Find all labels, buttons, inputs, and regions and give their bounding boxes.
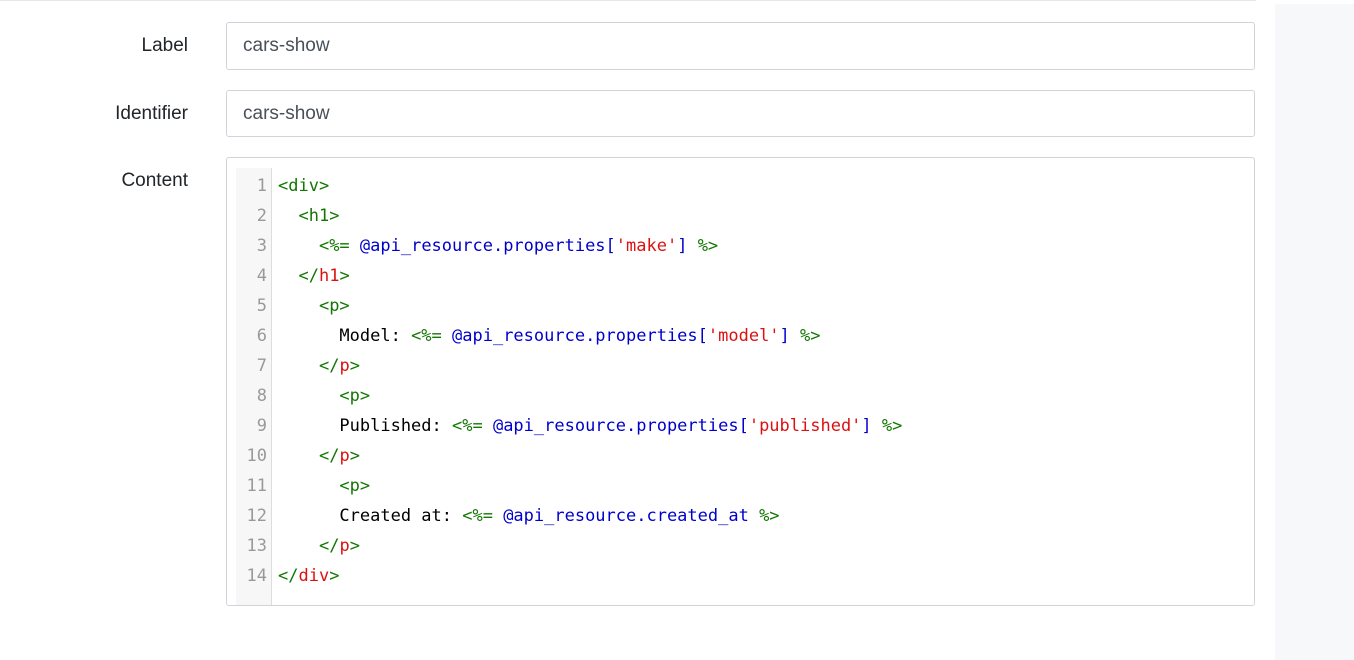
- code-line: </p>: [278, 351, 1246, 381]
- label-field-label: Label: [141, 35, 189, 56]
- content-field-label: Content: [121, 170, 188, 191]
- code-token: [278, 296, 319, 316]
- line-number: 6: [256, 326, 267, 346]
- code-token: [278, 356, 319, 376]
- identifier-input[interactable]: [226, 90, 1255, 137]
- line-number: 14: [246, 566, 267, 586]
- code-token: Published:: [278, 416, 452, 436]
- code-token: 'make': [615, 236, 678, 256]
- line-number: 3: [256, 236, 267, 256]
- code-token: div: [298, 566, 330, 586]
- line-number: 2: [256, 206, 267, 226]
- code-token: <div>: [278, 176, 330, 196]
- code-line: <p>: [278, 291, 1246, 321]
- identifier-field-label: Identifier: [115, 103, 188, 124]
- code-line: <%= @api_resource.properties['make'] %>: [278, 231, 1246, 261]
- line-number: 7: [256, 356, 267, 376]
- code-line: </p>: [278, 441, 1246, 471]
- code-token: <%=: [452, 416, 483, 436]
- code-token: h1: [318, 266, 340, 286]
- code-token: [278, 446, 319, 466]
- code-token: ]: [677, 236, 688, 256]
- code-token: [278, 386, 339, 406]
- code-line: <p>: [278, 471, 1246, 501]
- code-token: p: [339, 356, 350, 376]
- code-token: Created at:: [278, 506, 463, 526]
- line-number: 12: [246, 506, 267, 526]
- code-line: Published: <%= @api_resource.properties[…: [278, 411, 1246, 441]
- code-token: %>: [789, 326, 821, 346]
- code-token: >: [349, 536, 360, 556]
- code-token: @api_resource.created_at: [492, 506, 749, 526]
- code-token: >: [329, 566, 340, 586]
- code-token: %>: [871, 416, 903, 436]
- code-line: </h1>: [278, 261, 1246, 291]
- code-line: Created at: <%= @api_resource.created_at…: [278, 501, 1246, 531]
- code-token: p: [339, 446, 350, 466]
- code-line: Model: <%= @api_resource.properties['mod…: [278, 321, 1246, 351]
- code-token: @api_resource.properties[: [441, 326, 708, 346]
- code-token: ]: [779, 326, 790, 346]
- code-token: Model:: [278, 326, 412, 346]
- code-token: @api_resource.properties[: [482, 416, 749, 436]
- code-token: </: [318, 446, 340, 466]
- code-token: <p>: [339, 386, 371, 406]
- code-token: <%=: [462, 506, 493, 526]
- code-token: %>: [748, 506, 780, 526]
- code-token: </: [278, 566, 299, 586]
- code-line: <div>: [278, 171, 1246, 201]
- line-number: 4: [256, 266, 267, 286]
- code-token: [278, 536, 319, 556]
- code-token: %>: [687, 236, 719, 256]
- code-token: <%=: [411, 326, 442, 346]
- code-token: [278, 206, 298, 226]
- line-number: 9: [256, 416, 267, 436]
- line-number: 5: [256, 296, 267, 316]
- code-token: </: [298, 266, 319, 286]
- code-line: <h1>: [278, 201, 1246, 231]
- line-number: 13: [246, 536, 267, 556]
- code-token: >: [339, 266, 350, 286]
- code-token: >: [349, 446, 360, 466]
- code-token: </: [318, 356, 340, 376]
- code-token: <%=: [318, 236, 350, 256]
- code-line: </div>: [278, 561, 1246, 591]
- line-number: 10: [246, 446, 267, 466]
- line-number: 1: [256, 176, 267, 196]
- code-token: <p>: [318, 296, 350, 316]
- code-token: >: [349, 356, 360, 376]
- code-token: [278, 236, 319, 256]
- top-divider: [0, 0, 1256, 1]
- code-token: ]: [861, 416, 872, 436]
- code-token: [278, 266, 298, 286]
- code-line: <p>: [278, 381, 1246, 411]
- code-token: 'published': [748, 416, 862, 436]
- code-token: 'model': [707, 326, 780, 346]
- code-token: <p>: [339, 476, 371, 496]
- line-number: 8: [256, 386, 267, 406]
- code-token: @api_resource.properties[: [349, 236, 616, 256]
- line-number: 11: [246, 476, 267, 496]
- code-token: <h1>: [298, 206, 340, 226]
- label-input[interactable]: [226, 22, 1255, 70]
- code-token: </: [318, 536, 340, 556]
- code-token: p: [339, 536, 350, 556]
- code-token: [278, 476, 339, 496]
- right-side-panel: [1275, 0, 1354, 660]
- code-area[interactable]: <div> <h1> <%= @api_resource.properties[…: [278, 171, 1246, 591]
- code-line: </p>: [278, 531, 1246, 561]
